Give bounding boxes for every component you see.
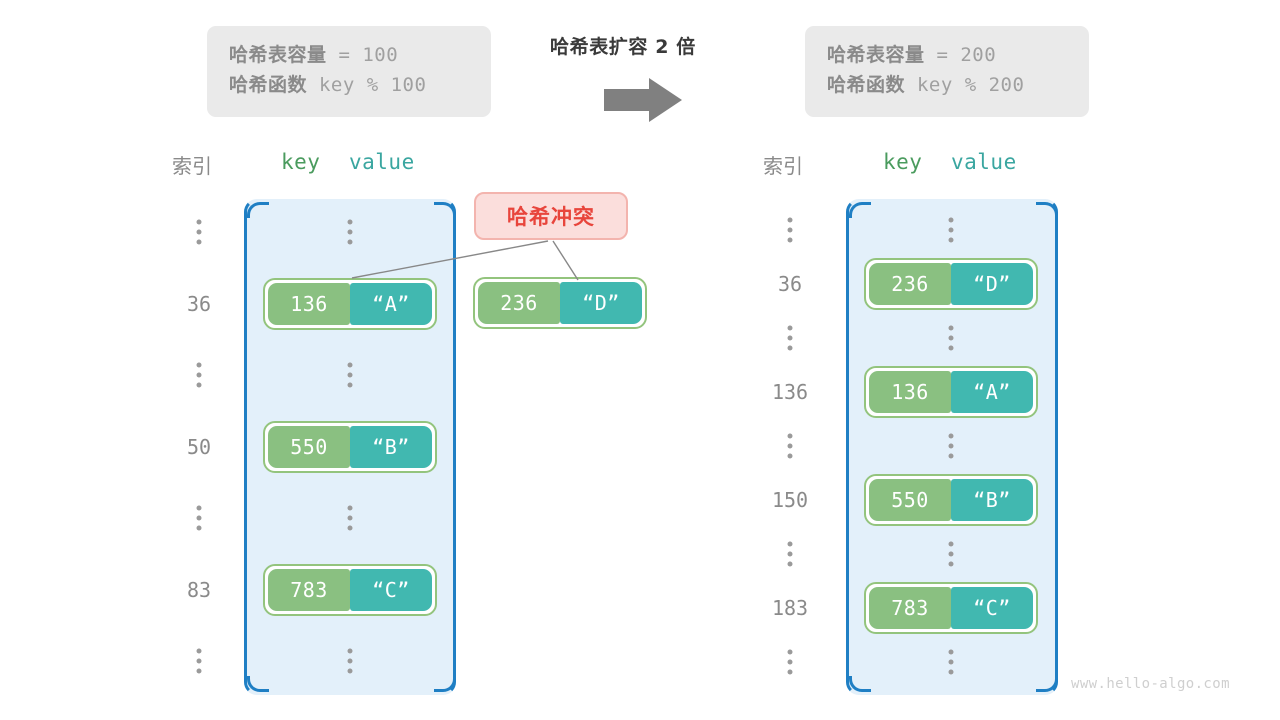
bucket-ellipsis <box>347 648 353 674</box>
index-ellipsis <box>787 325 793 351</box>
left-function-line: 哈希函数 key % 100 <box>229 70 469 100</box>
left-value-header: value <box>349 150 415 174</box>
key-value-pair[interactable]: 783“C” <box>864 582 1038 634</box>
left-info-box: 哈希表容量 = 100 哈希函数 key % 100 <box>207 26 491 117</box>
floating-pair-value: “D” <box>560 282 642 324</box>
index-label: 50 <box>186 434 212 459</box>
index-label: 183 <box>771 596 809 620</box>
expand-title: 哈希表扩容 2 倍 <box>550 36 696 58</box>
pair-key: 136 <box>869 371 951 413</box>
left-capacity-label: 哈希表容量 <box>229 44 327 66</box>
pair-value: “A” <box>350 282 432 325</box>
floating-pair-key: 236 <box>478 282 560 324</box>
bucket-ellipsis <box>948 541 954 567</box>
index-ellipsis <box>787 217 793 243</box>
left-capacity-line: 哈希表容量 = 100 <box>229 40 469 70</box>
index-label: 83 <box>186 577 212 602</box>
right-capacity-label: 哈希表容量 <box>827 44 925 66</box>
pair-key: 783 <box>268 568 350 611</box>
right-function-expr: key % 200 <box>905 74 1025 97</box>
pair-value: “D” <box>951 263 1033 305</box>
bucket-ellipsis <box>347 362 353 388</box>
left-capacity-expr: = 100 <box>326 44 399 66</box>
key-value-pair[interactable]: 136“A” <box>864 366 1038 418</box>
right-function-label: 哈希函数 <box>827 74 906 97</box>
index-ellipsis <box>196 505 202 531</box>
right-index-header: 索引 <box>763 154 803 178</box>
left-key-header: key <box>281 150 321 174</box>
index-label: 36 <box>186 291 212 316</box>
right-info-box: 哈希表容量 = 200 哈希函数 key % 200 <box>805 26 1089 117</box>
index-ellipsis <box>787 433 793 459</box>
key-value-pair[interactable]: 136“A” <box>263 277 437 330</box>
watermark: www.hello-algo.com <box>1071 676 1230 692</box>
index-ellipsis <box>196 648 202 674</box>
pair-value: “C” <box>951 587 1033 629</box>
key-value-pair[interactable]: 550“B” <box>864 474 1038 526</box>
index-ellipsis <box>787 541 793 567</box>
bucket-ellipsis <box>347 505 353 531</box>
right-capacity-line: 哈希表容量 = 200 <box>827 40 1067 70</box>
pair-key: 136 <box>268 282 350 325</box>
right-bucket-rail-right <box>1036 199 1058 695</box>
right-key-header: key <box>883 150 923 174</box>
key-value-pair[interactable]: 783“C” <box>263 563 437 616</box>
index-label: 136 <box>771 380 809 404</box>
bucket-ellipsis <box>948 433 954 459</box>
pair-value: “B” <box>350 425 432 468</box>
bucket-ellipsis <box>948 325 954 351</box>
index-ellipsis <box>196 219 202 245</box>
index-ellipsis <box>787 649 793 675</box>
pair-value: “C” <box>350 568 432 611</box>
key-value-pair[interactable]: 236“D” <box>864 258 1038 310</box>
index-label: 150 <box>771 488 809 512</box>
left-function-label: 哈希函数 <box>229 74 308 97</box>
left-bucket-rail-right <box>434 199 456 695</box>
pair-key: 550 <box>869 479 951 521</box>
hash-collision-callout: 哈希冲突 <box>474 192 628 240</box>
left-index-header: 索引 <box>172 154 212 178</box>
left-function-expr: key % 100 <box>307 74 427 97</box>
pair-key: 783 <box>869 587 951 629</box>
index-label: 36 <box>777 272 803 296</box>
pair-key: 550 <box>268 425 350 468</box>
bucket-ellipsis <box>948 649 954 675</box>
floating-pair-236[interactable]: 236 “D” <box>473 277 647 329</box>
right-value-header: value <box>951 150 1017 174</box>
index-ellipsis <box>196 362 202 388</box>
right-function-line: 哈希函数 key % 200 <box>827 70 1067 100</box>
pair-value: “B” <box>951 479 1033 521</box>
pair-value: “A” <box>951 371 1033 413</box>
bucket-ellipsis <box>347 219 353 245</box>
pair-key: 236 <box>869 263 951 305</box>
right-capacity-expr: = 200 <box>924 44 997 66</box>
key-value-pair[interactable]: 550“B” <box>263 420 437 473</box>
right-arrow-icon <box>604 78 682 122</box>
bucket-ellipsis <box>948 217 954 243</box>
